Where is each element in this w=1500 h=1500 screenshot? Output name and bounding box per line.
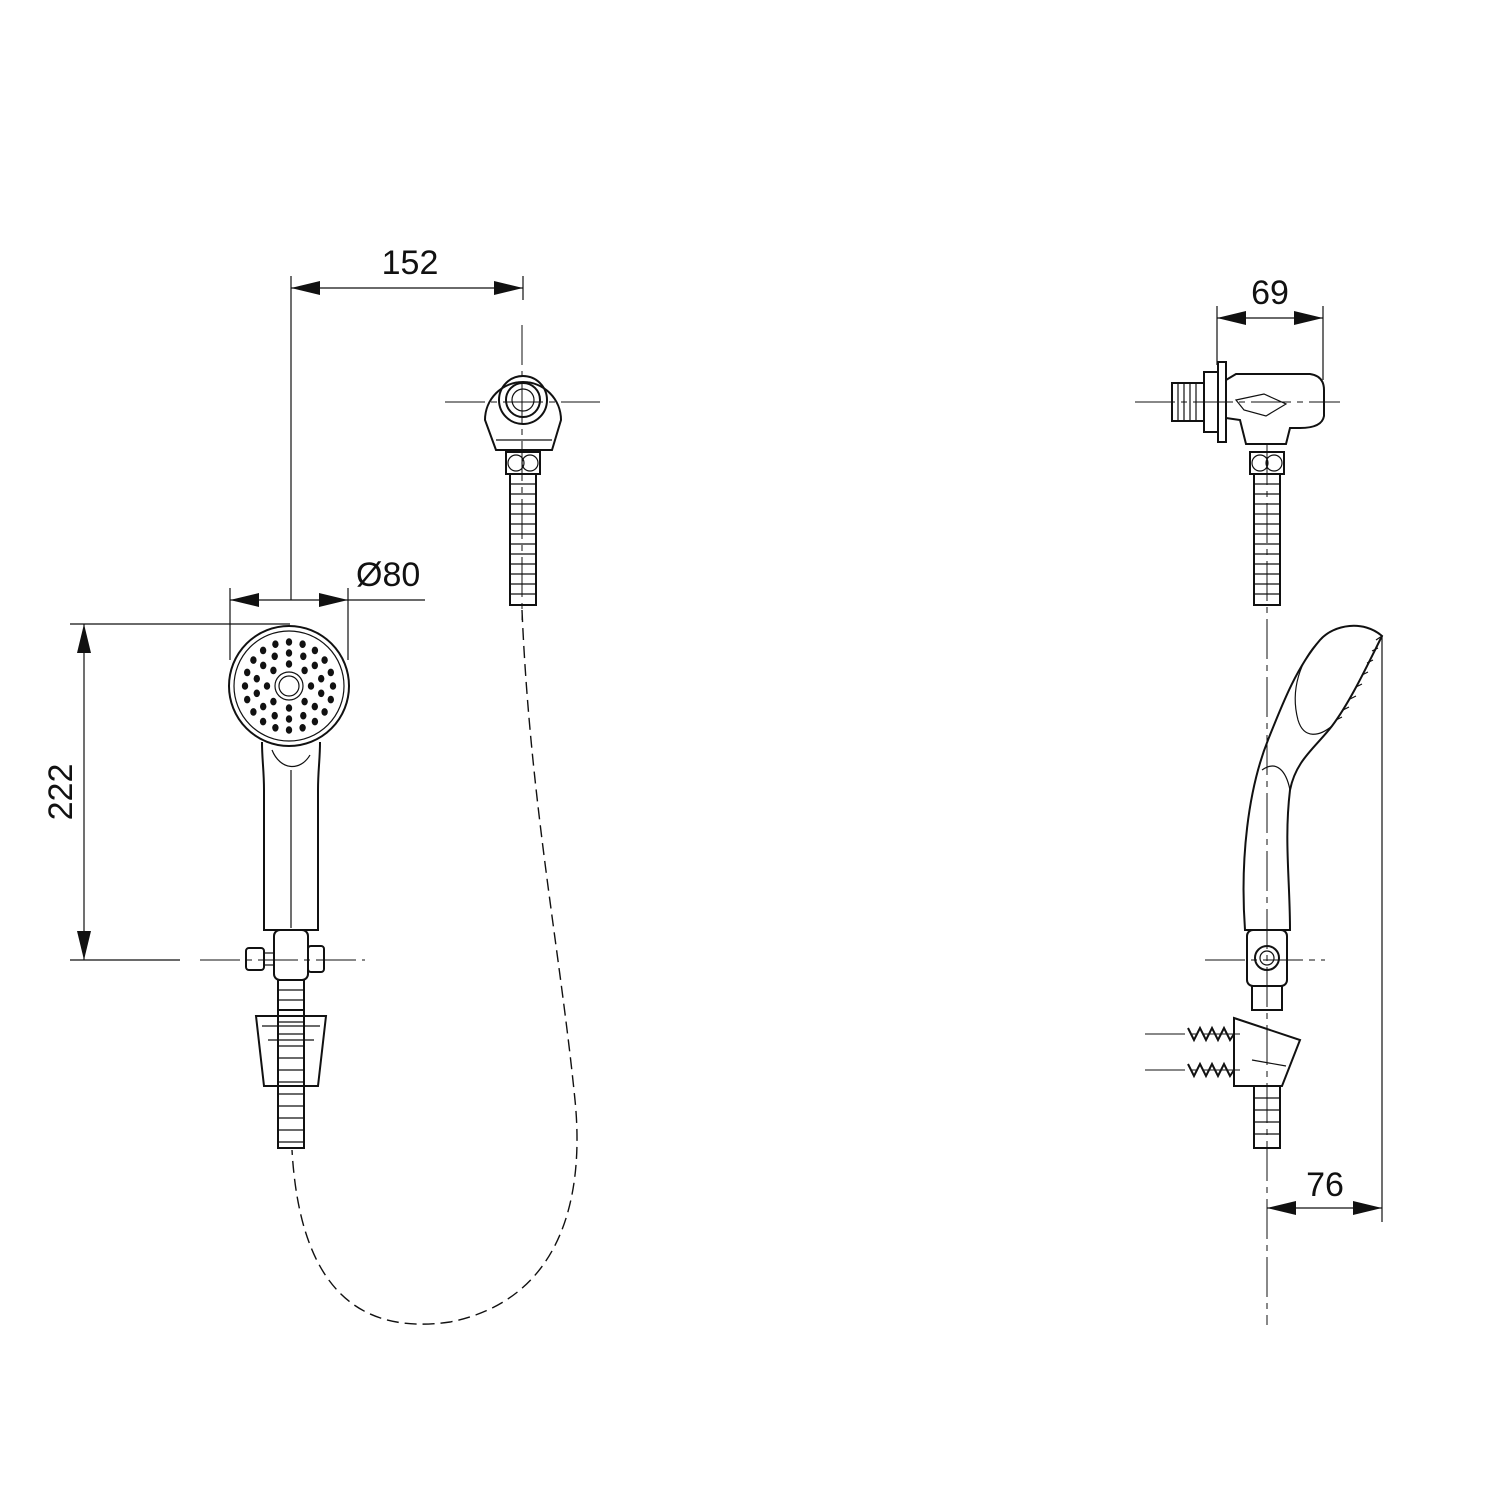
- dimension-label-76: 76: [1306, 1166, 1344, 1204]
- dimension-label-152: 152: [382, 244, 439, 282]
- nozzle-pattern: [241, 638, 337, 734]
- nozzle-hole: [244, 695, 251, 704]
- nozzle-hole: [285, 638, 293, 646]
- nozzle-hole: [272, 640, 279, 648]
- hand-shower-front: [200, 625, 365, 1149]
- nozzle-hole: [244, 668, 251, 677]
- nozzle-hole: [271, 652, 278, 661]
- hose-dashed-front: [291, 609, 578, 1325]
- nozzle-hole: [318, 689, 325, 698]
- nozzle-hole: [253, 674, 260, 683]
- nozzle-hole: [299, 640, 306, 648]
- nozzle-hole: [285, 715, 293, 723]
- dimension-76: 76: [1267, 636, 1383, 1222]
- nozzle-hole: [327, 668, 334, 677]
- nozzle-hole: [253, 689, 260, 698]
- dimension-222: 222: [42, 623, 290, 961]
- dimension-d80: Ø80: [229, 556, 425, 660]
- nozzle-hole: [301, 697, 308, 706]
- nozzle-hole: [321, 656, 328, 664]
- nozzle-hole: [241, 682, 249, 690]
- nozzle-hole: [301, 666, 308, 675]
- nozzle-hole: [311, 702, 318, 711]
- nozzle-hole: [311, 646, 319, 655]
- front-view: 152 Ø80: [42, 244, 600, 1325]
- nozzle-hole: [285, 649, 293, 657]
- nozzle-hole: [263, 682, 271, 690]
- nozzle-hole: [259, 717, 267, 726]
- nozzle-hole: [321, 708, 328, 716]
- dimension-69: 69: [1216, 274, 1324, 380]
- side-view: 69: [1135, 274, 1384, 1325]
- nozzle-hole: [260, 702, 267, 711]
- hand-shower-side: [1145, 624, 1384, 1149]
- dimension-label-d80: Ø80: [356, 556, 420, 594]
- dimension-152: 152: [290, 244, 524, 600]
- nozzle-hole: [285, 704, 293, 712]
- nozzle-hole: [270, 666, 277, 675]
- nozzle-hole: [307, 682, 315, 690]
- wall-screws: [1145, 1025, 1240, 1079]
- nozzle-hole: [311, 661, 318, 670]
- nozzle-hole: [299, 724, 306, 732]
- nozzle-hole: [300, 652, 307, 661]
- nozzle-hole: [260, 661, 267, 670]
- nozzle-hole: [327, 695, 334, 704]
- wall-outlet-side: [1135, 361, 1340, 1325]
- nozzle-hole: [259, 646, 267, 655]
- nozzle-hole: [250, 708, 257, 716]
- nozzle-hole: [250, 656, 257, 664]
- nozzle-hole: [285, 726, 293, 734]
- dimension-label-69: 69: [1251, 274, 1289, 312]
- nozzle-hole: [329, 682, 337, 690]
- nozzle-hole: [318, 674, 325, 683]
- wall-outlet-front: [445, 325, 600, 620]
- dimension-label-222: 222: [42, 764, 80, 821]
- nozzle-hole: [300, 711, 307, 720]
- nozzle-hole: [272, 724, 279, 732]
- nozzle-hole: [311, 717, 319, 726]
- nozzle-hole: [285, 660, 293, 668]
- nozzle-hole: [271, 711, 278, 720]
- nozzle-hole: [270, 697, 277, 706]
